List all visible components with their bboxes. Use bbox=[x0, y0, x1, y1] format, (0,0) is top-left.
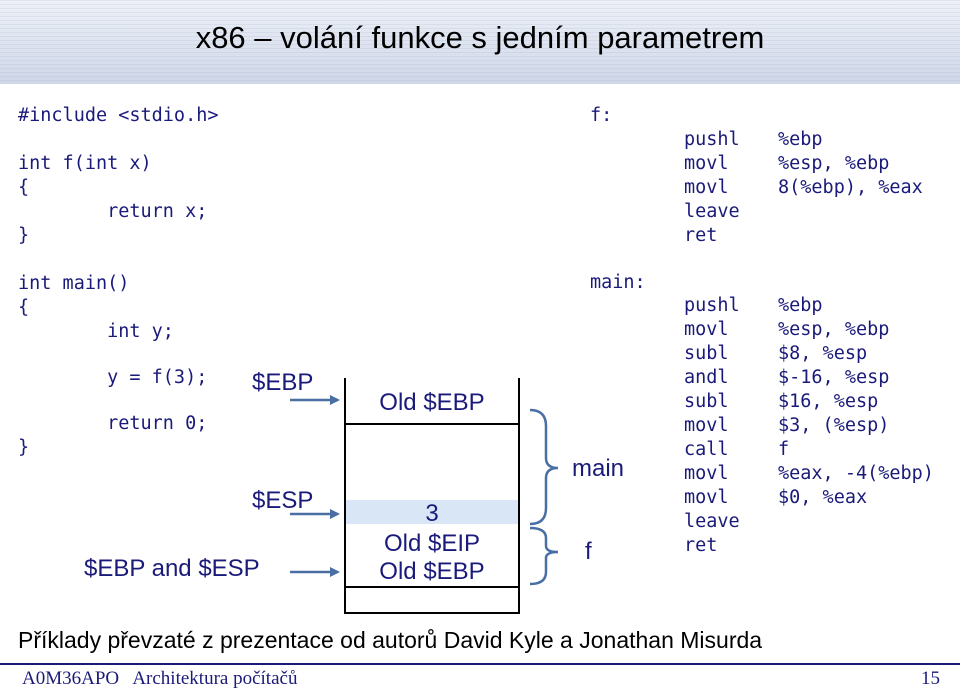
asm-op: call bbox=[684, 439, 729, 460]
stack-cell-arg-highlight bbox=[346, 500, 518, 524]
asm-op: leave bbox=[684, 511, 740, 532]
asm-arg: %ebp bbox=[778, 295, 823, 316]
footer-course: A0M36APO Architektura počítačů bbox=[22, 668, 298, 689]
c-code-line: } bbox=[18, 437, 30, 458]
stack-divider bbox=[344, 423, 520, 425]
asm-op: andl bbox=[684, 367, 729, 388]
frame-label-f: f bbox=[585, 538, 592, 565]
f-frame-brace bbox=[529, 526, 559, 586]
c-code-line: int y; bbox=[18, 321, 174, 342]
stack-cell-old-ebp-top: Old $EBP bbox=[379, 389, 485, 416]
asm-arg: $3, (%esp) bbox=[778, 415, 890, 436]
c-code-line: return 0; bbox=[18, 413, 208, 434]
asm-arg: f bbox=[778, 439, 790, 460]
c-code-line: { bbox=[18, 177, 30, 198]
asm-arg: $16, %esp bbox=[778, 391, 879, 412]
asm-op: movl bbox=[684, 177, 729, 198]
stack-frame-box bbox=[344, 378, 520, 614]
ebp-pointer-label: $EBP bbox=[252, 369, 314, 396]
asm-arg: %esp, %ebp bbox=[778, 153, 890, 174]
asm-op: subl bbox=[684, 391, 729, 412]
asm-op: movl bbox=[684, 153, 729, 174]
asm-arg: %esp, %ebp bbox=[778, 319, 890, 340]
asm-op: pushl bbox=[684, 295, 740, 316]
footer-page-number: 15 bbox=[921, 668, 940, 689]
esp-pointer-label: $ESP bbox=[252, 487, 314, 514]
stack-cell-arg: 3 bbox=[425, 500, 439, 527]
asm-arg: $-16, %esp bbox=[778, 367, 890, 388]
c-code-line: #include <stdio.h> bbox=[18, 105, 219, 126]
c-code-line: y = f(3); bbox=[18, 367, 208, 388]
asm-arg: %eax, -4(%ebp) bbox=[778, 463, 934, 484]
asm-op: subl bbox=[684, 343, 729, 364]
stack-cell-old-ebp-bottom: Old $EBP bbox=[379, 558, 485, 585]
title-bar bbox=[0, 0, 960, 84]
asm-f-label: f: bbox=[590, 105, 613, 126]
asm-op: pushl bbox=[684, 129, 740, 150]
asm-arg: $8, %esp bbox=[778, 343, 868, 364]
c-code-line: int main() bbox=[18, 273, 130, 294]
ebp-and-esp-pointer-label: $EBP and $ESP bbox=[84, 555, 260, 582]
asm-op: movl bbox=[684, 415, 729, 436]
asm-op: movl bbox=[684, 463, 729, 484]
stack-cell-old-eip: Old $EIP bbox=[383, 530, 481, 557]
asm-main-label: main: bbox=[590, 272, 646, 293]
c-code-line: return x; bbox=[18, 201, 208, 222]
asm-op: leave bbox=[684, 201, 740, 222]
asm-op: ret bbox=[684, 535, 718, 556]
asm-op: movl bbox=[684, 319, 729, 340]
c-code-line: } bbox=[18, 225, 30, 246]
asm-op: movl bbox=[684, 487, 729, 508]
stack-divider bbox=[344, 586, 520, 588]
c-code-line: { bbox=[18, 297, 30, 318]
asm-arg: 8(%ebp), %eax bbox=[778, 177, 923, 198]
credit-note: Příklady převzaté z prezentace od autorů… bbox=[18, 627, 763, 653]
frame-label-main: main bbox=[572, 455, 625, 482]
asm-arg: %ebp bbox=[778, 129, 823, 150]
slide-title: x86 – volání funkce s jedním parametrem bbox=[195, 20, 765, 55]
main-frame-brace bbox=[529, 408, 559, 526]
asm-op: ret bbox=[684, 225, 718, 246]
asm-arg: $0, %eax bbox=[778, 487, 868, 508]
c-code-line: int f(int x) bbox=[18, 153, 152, 174]
footer-bar bbox=[0, 663, 960, 698]
